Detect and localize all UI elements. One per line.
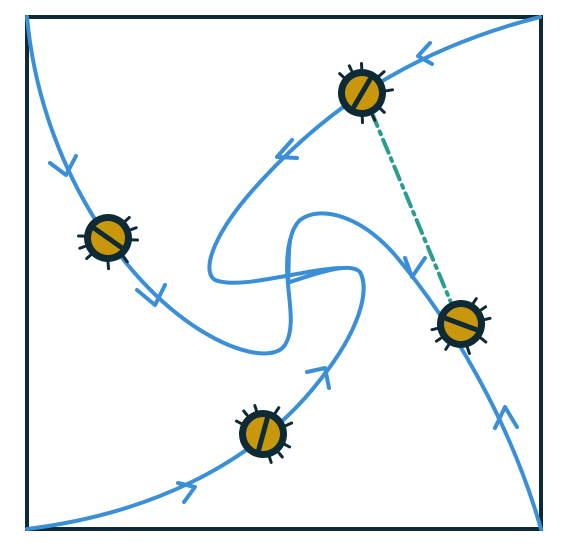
bug-bottom [225, 392, 304, 472]
chevron-arrow-icon [135, 283, 167, 307]
chevron-arrow-icon [416, 41, 434, 66]
chevron-arrow-icon [48, 154, 78, 177]
path-left [25, 15, 293, 356]
chevron-arrow-icon [493, 405, 519, 430]
beetle-icon [328, 54, 401, 131]
beetle-icon [72, 205, 147, 275]
chevron-arrow-icon [403, 256, 427, 279]
bug-top [328, 54, 401, 131]
chevron-arrow-icon [275, 138, 299, 160]
chevron-arrow-icon [305, 366, 331, 390]
square-frame [25, 15, 543, 531]
pursuit-paths [25, 15, 543, 531]
path-top [207, 15, 542, 285]
bug-left [72, 205, 147, 275]
chevron-arrow-icon [176, 481, 197, 504]
path-bottom [25, 265, 366, 531]
pursuit-connector-line [370, 111, 454, 307]
beetle-icon [225, 392, 304, 472]
arrowheads [48, 41, 519, 504]
